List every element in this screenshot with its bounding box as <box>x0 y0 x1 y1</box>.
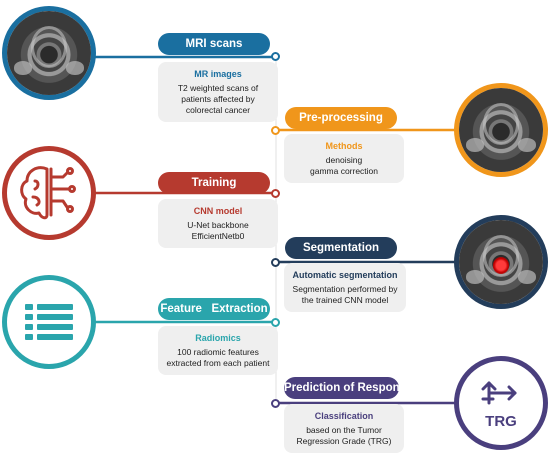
mri-scans-line-2: patients affected by <box>181 94 255 104</box>
mri-tumor-image <box>459 220 543 304</box>
preprocessing-line-1: denoising <box>325 155 363 165</box>
training-line-1: U-Net backbone <box>187 220 249 230</box>
feature-extraction-subtitle: Radiomics <box>195 333 241 343</box>
training-card: CNN model U-Net backbone EfficientNetb0 <box>158 199 278 248</box>
mri-scans-circle <box>2 6 96 100</box>
prediction-line-2: Regression Grade (TRG) <box>296 436 392 446</box>
feature-extraction-circle <box>2 275 96 369</box>
mri-scans-node <box>271 52 280 61</box>
preprocessing-line-2: gamma correction <box>309 166 379 176</box>
prediction-circle: TRG <box>454 356 548 450</box>
feature-extraction-node <box>271 318 280 327</box>
segmentation-node <box>271 258 280 267</box>
training-node <box>271 189 280 198</box>
training-subtitle: CNN model <box>193 206 243 216</box>
training-line-2: EfficientNetb0 <box>191 231 245 241</box>
mri-scans-line-1: T2 weighted scans of <box>177 83 259 93</box>
segmentation-line-2: the trained CNN model <box>301 295 389 305</box>
trg-arrow-icon <box>481 381 517 405</box>
prediction-subtitle: Classification <box>314 411 374 421</box>
prediction-card: Classification based on the Tumor Regres… <box>284 404 404 453</box>
brain-circuit-icon <box>20 166 76 220</box>
segmentation-title: Segmentation <box>285 237 397 259</box>
segmentation-circle <box>454 215 548 309</box>
feature-extraction-card: Radiomics 100 radiomic features extracte… <box>158 326 278 375</box>
feature-extraction-line-2: extracted from each patient <box>166 358 270 368</box>
mri-scans-card: MR images T2 weighted scans of patients … <box>158 62 278 122</box>
training-circle <box>2 146 96 240</box>
mri-scans-title: MRI scans <box>158 33 270 55</box>
segmentation-line-1: Segmentation performed by <box>292 284 398 294</box>
training-title: Training <box>158 172 270 194</box>
prediction-node <box>271 399 280 408</box>
segmentation-subtitle: Automatic segmentation <box>292 270 398 280</box>
prediction-title: Prediction of Response <box>284 377 412 399</box>
mri-scans-subtitle: MR images <box>194 69 242 79</box>
preprocessing-node <box>271 126 280 135</box>
preprocessing-card: Methods denoising gamma correction <box>284 134 404 183</box>
feature-extraction-line-1: 100 radiomic features <box>177 347 259 357</box>
mri-scan-image <box>7 11 91 95</box>
preprocessing-circle <box>454 83 548 177</box>
trg-badge: TRG <box>485 413 517 430</box>
mri-scans-line-3: colorectal cancer <box>185 105 251 115</box>
feature-list-icon <box>25 304 73 340</box>
preprocessing-subtitle: Methods <box>325 141 363 151</box>
prediction-line-1: based on the Tumor <box>306 425 382 435</box>
segmentation-card: Automatic segmentation Segmentation perf… <box>284 263 406 312</box>
feature-extraction-title: Feature Extraction <box>158 298 270 320</box>
mri-scan-image <box>459 88 543 172</box>
preprocessing-title: Pre-processing <box>285 107 397 129</box>
